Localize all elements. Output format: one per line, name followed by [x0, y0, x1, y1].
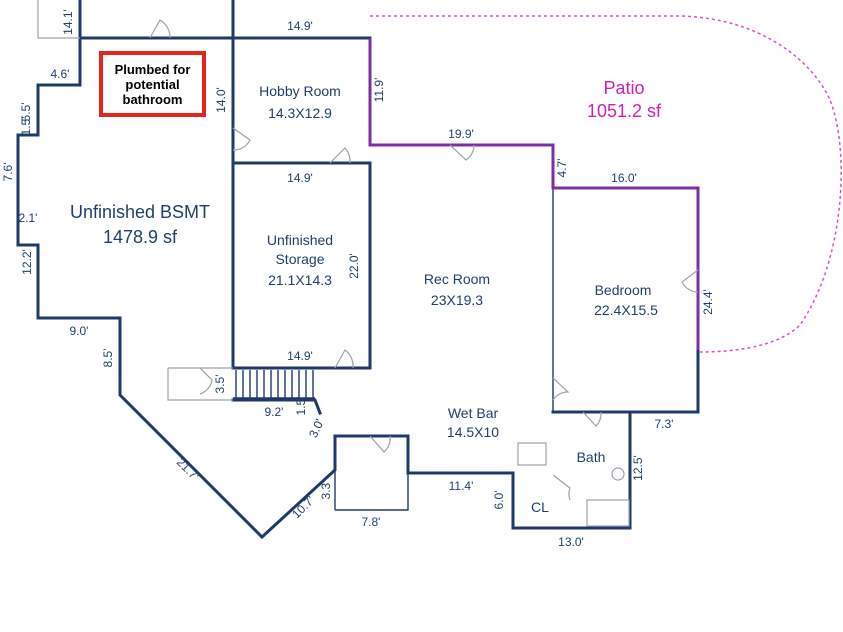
- dim-4-7: 4.7': [555, 159, 569, 178]
- plumbed-note: Plumbed for potential bathroom: [99, 51, 206, 117]
- bath-name: Bath: [577, 449, 606, 465]
- patio-wall: [368, 38, 700, 350]
- plumbed-note-text: Plumbed for potential bathroom: [114, 61, 191, 107]
- dim-14-9-top: 14.9': [287, 19, 313, 33]
- unfinished-bsmt-name: Unfinished BSMT: [70, 202, 210, 222]
- rec-room-size: 23X19.3: [431, 292, 483, 308]
- dim-14-9-mid: 14.9': [287, 171, 313, 185]
- dim-12-5: 12.5': [631, 455, 645, 481]
- dim-1-5: 1.5': [19, 117, 33, 136]
- dim-19-9: 19.9': [448, 127, 474, 141]
- storage-size: 21.1X14.3: [268, 272, 332, 288]
- dim-1-5b: 1.5': [294, 397, 308, 416]
- bedroom-size: 22.4X15.5: [594, 302, 658, 318]
- hobby-room-size: 14.3X12.9: [268, 105, 332, 121]
- bedroom-name: Bedroom: [595, 282, 652, 298]
- closet-name: CL: [531, 499, 549, 515]
- rec-room-name: Rec Room: [424, 271, 490, 287]
- dim-2-1: 2.1': [19, 211, 38, 225]
- dim-3-0: 3.0': [306, 417, 327, 440]
- dim-16-0: 16.0': [611, 171, 637, 185]
- storage-name-2: Storage: [275, 251, 324, 267]
- storage-name-1: Unfinished: [267, 232, 333, 248]
- dim-9-0: 9.0': [70, 324, 89, 338]
- dim-3-5: 3.5': [213, 375, 227, 394]
- dim-7-6: 7.6': [1, 163, 15, 182]
- dim-13-0: 13.0': [558, 535, 584, 549]
- stairs: [233, 370, 315, 399]
- patio-area: 1051.2 sf: [587, 101, 662, 121]
- dim-14-0: 14.0': [214, 87, 228, 113]
- dim-12-2: 12.2': [20, 249, 34, 275]
- dim-6-0: 6.0': [492, 491, 506, 510]
- unfinished-bsmt-area: 1478.9 sf: [103, 227, 178, 247]
- dim-10-7: 10.7': [289, 493, 317, 521]
- dim-14-9-low: 14.9': [287, 349, 313, 363]
- dim-22-0: 22.0': [347, 253, 361, 279]
- dim-11-4: 11.4': [449, 479, 474, 493]
- dim-8-5: 8.5': [101, 349, 115, 368]
- dim-4-6: 4.6': [51, 67, 70, 81]
- dim-7-3: 7.3': [655, 417, 674, 431]
- patio-outline: [370, 15, 842, 353]
- dim-7-8: 7.8': [362, 515, 381, 529]
- patio-name: Patio: [603, 78, 644, 98]
- dim-21-7: 21.7': [174, 455, 202, 483]
- door-swings: [149, 19, 699, 501]
- dim-14-1: 14.1': [61, 9, 75, 35]
- dim-3-3: 3.3': [319, 481, 333, 500]
- wet-bar-name: Wet Bar: [448, 405, 499, 421]
- dim-5-5: 5.5': [19, 103, 33, 122]
- hobby-room-name: Hobby Room: [259, 83, 341, 99]
- wet-bar-size: 14.5X10: [447, 424, 499, 440]
- dim-24-4: 24.4': [701, 289, 715, 315]
- dim-11-9: 11.9': [372, 78, 386, 103]
- walls: [16, 0, 700, 540]
- dim-9-2: 9.2': [265, 405, 284, 419]
